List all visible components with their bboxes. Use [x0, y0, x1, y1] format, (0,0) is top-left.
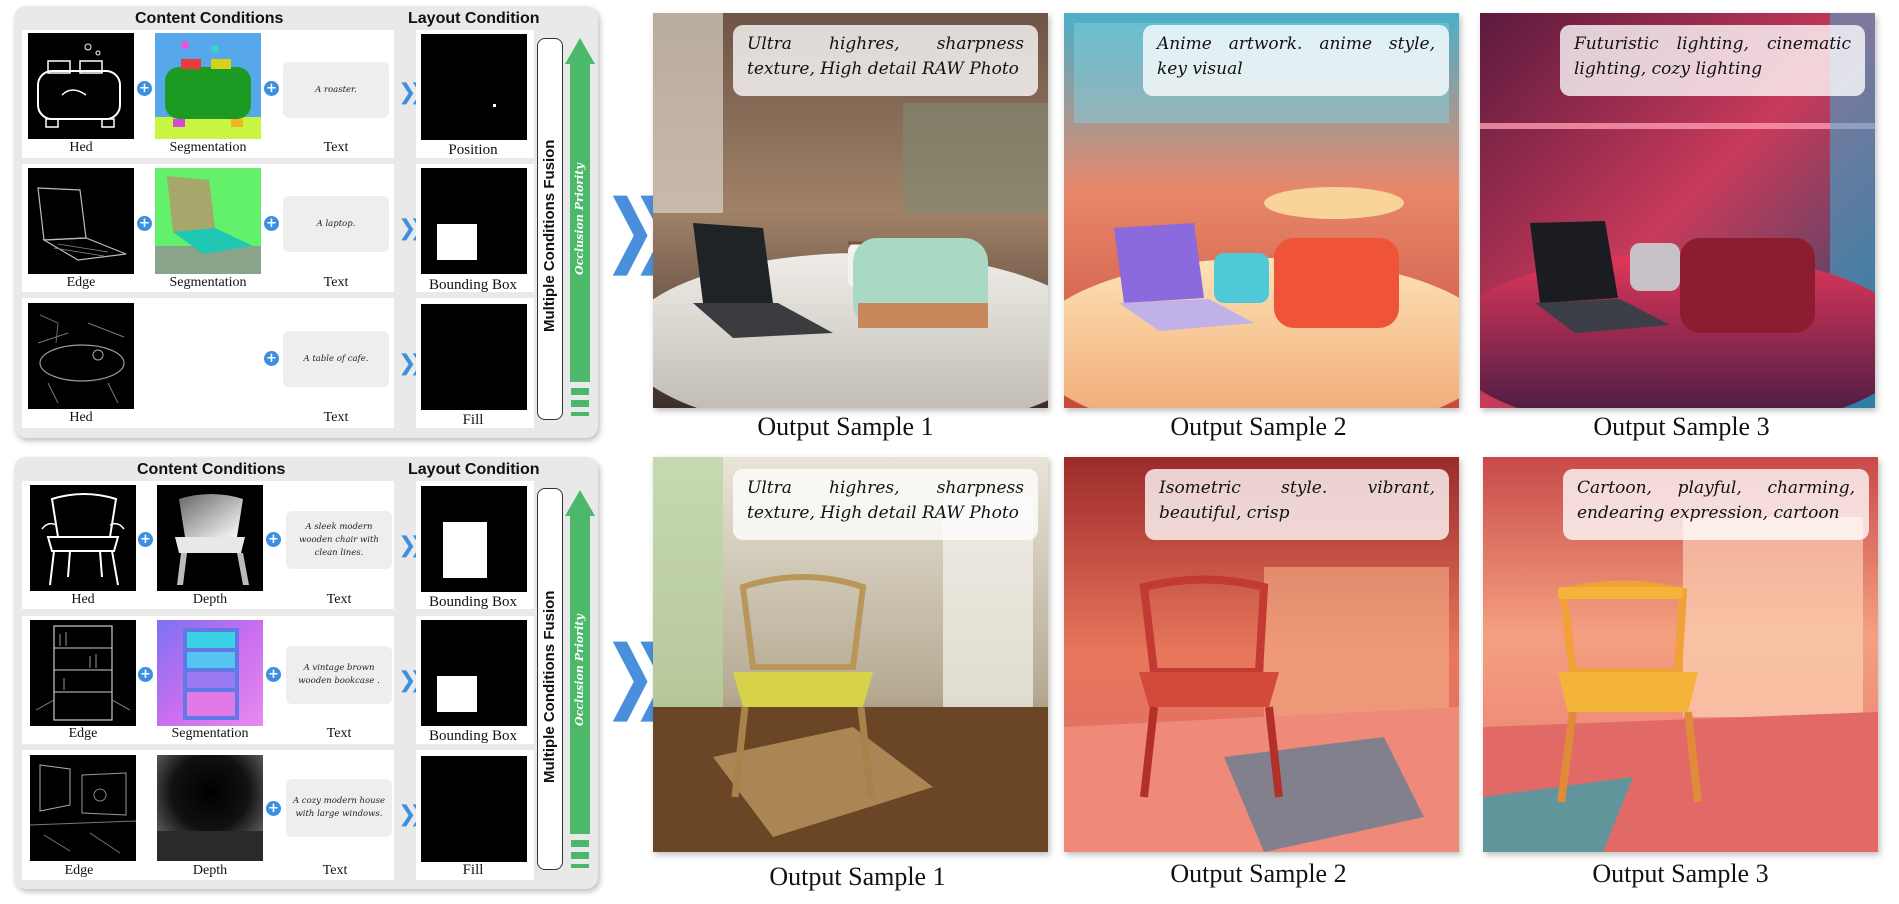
cond-label: Text: [322, 863, 348, 878]
depth-house-thumb: [157, 755, 263, 861]
plus-icon: +: [264, 216, 279, 231]
text-prompt-box: A roaster.: [283, 62, 389, 118]
output-caption: Output Sample 3: [1593, 412, 1770, 441]
cond-label: Text: [323, 410, 349, 425]
output-caption: Output Sample 2: [1170, 412, 1347, 441]
style-prompt: Futuristic lighting, cinematic lighting,…: [1560, 25, 1865, 96]
bottom-content-header: Content Conditions: [137, 461, 286, 478]
hed-chair-thumb: [30, 485, 136, 591]
cond-label: Segmentation: [171, 726, 249, 741]
cond-label: Text: [323, 140, 349, 155]
occlusion-arrow-head: [565, 490, 595, 516]
cond-label: Text: [323, 275, 349, 290]
layout-bounding-box-map: [421, 486, 527, 592]
top-content-header: Content Conditions: [135, 10, 284, 27]
plus-icon: +: [137, 81, 152, 96]
layout-label: Fill: [462, 862, 484, 878]
layout-position-map: [421, 34, 527, 140]
plus-icon: +: [264, 351, 279, 366]
occlusion-label: Occlusion Priority: [573, 163, 586, 275]
cond-label: Text: [326, 592, 352, 607]
hed-cafe-thumb: [28, 303, 134, 409]
layout-label: Bounding Box: [429, 728, 517, 744]
layout-bounding-box-map: [421, 168, 527, 274]
text-prompt-box: A vintage brown wooden bookcase .: [286, 646, 392, 704]
cond-label: Edge: [64, 863, 94, 878]
top-layout-header: Layout Condition: [408, 10, 540, 27]
cond-label: Segmentation: [169, 140, 247, 155]
occlusion-stripe: [571, 840, 589, 847]
depth-chair-thumb: [157, 485, 263, 591]
occlusion-bar: [570, 64, 590, 382]
text-prompt-box: A sleek modern wooden chair with clean l…: [286, 511, 392, 569]
big-chevron-icon: ❯❯: [603, 183, 684, 277]
segmentation-bookcase-thumb: [157, 620, 263, 726]
layout-fill-map: [421, 304, 527, 410]
output-image-anime-cafe: [1064, 13, 1459, 408]
occlusion-stripe: [571, 864, 589, 868]
plus-icon: +: [138, 532, 153, 547]
style-prompt: Cartoon, playful, charming, endearing ex…: [1563, 469, 1869, 540]
text-prompt-box: A table of cafe.: [283, 331, 389, 387]
occlusion-stripe: [571, 388, 589, 395]
segmentation-laptop-thumb: [155, 168, 261, 274]
plus-icon: +: [138, 667, 153, 682]
layout-label: Bounding Box: [429, 594, 517, 610]
cond-label: Depth: [192, 863, 228, 878]
bottom-layout-header: Layout Condition: [408, 461, 540, 478]
layout-label: Position: [448, 142, 498, 158]
plus-icon: +: [266, 667, 281, 682]
style-prompt: Ultra highres, sharpness texture, High d…: [733, 25, 1038, 96]
style-prompt: Ultra highres, sharpness texture, High d…: [733, 469, 1038, 540]
text-prompt-box: A laptop.: [283, 196, 389, 252]
occlusion-stripe: [571, 412, 589, 416]
occlusion-bar: [570, 516, 590, 834]
text-prompt-box: A cozy modern house with large windows.: [286, 779, 392, 837]
cond-label: Segmentation: [169, 275, 247, 290]
cond-label: Depth: [192, 592, 228, 607]
plus-icon: +: [264, 81, 279, 96]
occlusion-arrow-head: [565, 38, 595, 64]
cond-label: Edge: [66, 275, 96, 290]
fusion-column: [537, 488, 563, 870]
cond-label: Edge: [68, 726, 98, 741]
cond-label: Hed: [69, 410, 93, 425]
fusion-label: Multiple Conditions Fusion: [541, 590, 558, 783]
output-caption: Output Sample 1: [769, 862, 946, 891]
cond-label: Hed: [69, 140, 93, 155]
occlusion-stripe: [571, 400, 589, 407]
style-prompt: Isometric style. vibrant, beautiful, cri…: [1145, 469, 1449, 540]
cond-label: Hed: [71, 592, 95, 607]
plus-icon: +: [266, 801, 281, 816]
occlusion-label: Occlusion Priority: [573, 614, 586, 726]
output-caption: Output Sample 1: [757, 412, 934, 441]
edge-laptop-thumb: [28, 168, 134, 274]
cond-label: Text: [326, 726, 352, 741]
layout-label: Fill: [462, 412, 484, 428]
occlusion-stripe: [571, 852, 589, 859]
fusion-column: [537, 38, 563, 420]
output-caption: Output Sample 2: [1170, 859, 1347, 888]
plus-icon: +: [266, 532, 281, 547]
layout-fill-map: [421, 756, 527, 862]
style-prompt: Anime artwork. anime style, key visual: [1143, 25, 1449, 96]
plus-icon: +: [137, 216, 152, 231]
edge-house-thumb: [30, 755, 136, 861]
hed-toaster-thumb: [28, 33, 134, 139]
fusion-label: Multiple Conditions Fusion: [541, 139, 558, 332]
segmentation-toaster-thumb: [155, 33, 261, 139]
edge-bookcase-thumb: [30, 620, 136, 726]
output-caption: Output Sample 3: [1592, 859, 1769, 888]
layout-label: Bounding Box: [429, 277, 517, 293]
layout-bounding-box-map: [421, 620, 527, 726]
output-image-photo-cafe: [653, 13, 1048, 408]
big-chevron-icon: ❯❯: [603, 629, 684, 723]
